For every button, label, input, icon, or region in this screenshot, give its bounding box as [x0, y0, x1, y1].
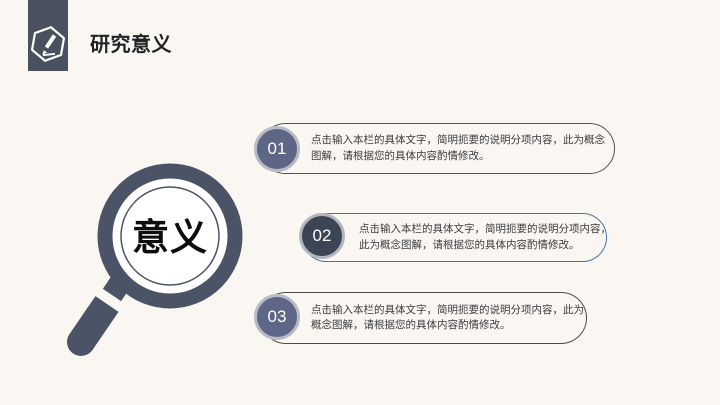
item-02-text-placeholder[interactable]: 点击输入本栏的具体文字，简明扼要的说明分项内容， 此为概念图解，请根据您的具体内…	[302, 213, 611, 262]
magnifier-label: 意义	[132, 217, 208, 258]
item-02-number-badge: 02	[299, 213, 345, 259]
item-02-number: 02	[312, 226, 332, 245]
item-03-text-line2: 概念图解，请根据您的具体内容酌情修改。	[311, 319, 511, 331]
item-03-number-badge: 03	[254, 294, 300, 340]
page-title: 研究意义	[90, 34, 172, 56]
item-03-text-line1: 点击输入本栏的具体文字，简明扼要的说明分项内容，此为	[311, 303, 584, 316]
item-02-text-line1: 点击输入本栏的具体文字，简明扼要的说明分项内容，	[359, 223, 611, 235]
item-01-text-placeholder[interactable]: 点击输入本栏的具体文字，简明扼要的说明分项内容，此为概念 图解，请根据您的具体内…	[260, 123, 615, 174]
magnifier-icon: 意义	[67, 163, 243, 356]
header-badge	[28, 0, 68, 71]
item-01-text: 点击输入本栏的具体文字，简明扼要的说明分项内容，此为概念 图解，请根据您的具体内…	[311, 133, 605, 164]
item-03-text: 点击输入本栏的具体文字，简明扼要的说明分项内容，此为 概念图解，请根据您的具体内…	[311, 303, 584, 334]
item-03-number: 03	[267, 307, 287, 326]
item-01-text-line2: 图解，请根据您的具体内容酌情修改。	[311, 149, 490, 162]
item-01-number: 01	[267, 139, 287, 158]
hexagon-pencil-icon	[30, 26, 66, 62]
item-02-text: 点击输入本栏的具体文字，简明扼要的说明分项内容， 此为概念图解，请根据您的具体内…	[359, 222, 611, 253]
item-03-text-placeholder[interactable]: 点击输入本栏的具体文字，简明扼要的说明分项内容，此为 概念图解，请根据您的具体内…	[260, 292, 587, 344]
item-01-number-badge: 01	[254, 126, 300, 172]
item-02-text-line2: 此为概念图解，请根据您的具体内容酌情修改。	[359, 238, 580, 251]
item-01-text-line1: 点击输入本栏的具体文字，简明扼要的说明分项内容，此为概念	[311, 134, 605, 146]
